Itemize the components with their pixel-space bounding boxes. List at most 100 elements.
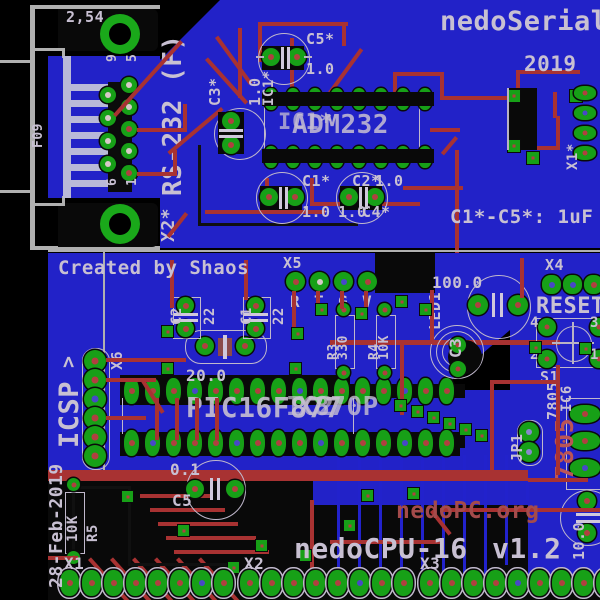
serial-jack-smd-4[interactable] (527, 152, 539, 164)
db9-pad-8[interactable] (100, 110, 116, 126)
bottom-header-pad-20[interactable] (486, 570, 505, 596)
via-15[interactable] (362, 490, 373, 501)
via-6[interactable] (396, 296, 407, 307)
icsp-pad-3[interactable] (84, 388, 106, 410)
bottom-header-pad-10[interactable] (262, 570, 281, 596)
via-14[interactable] (408, 488, 419, 499)
via-18[interactable] (256, 540, 267, 551)
bottom-header-pad-25[interactable] (596, 570, 600, 596)
s1-pad-1[interactable] (590, 350, 600, 368)
db9-pad-6[interactable] (100, 156, 116, 172)
pic-pad-bottom-7[interactable] (250, 430, 265, 456)
db9-pad-9[interactable] (100, 87, 116, 103)
x5-pad-4[interactable] (358, 272, 377, 291)
via-10[interactable] (428, 412, 439, 423)
bottom-header-pad-15[interactable] (372, 570, 391, 596)
x1s-pad-1[interactable] (574, 86, 596, 100)
x4-pad-1[interactable] (542, 275, 561, 294)
pic-pad-bottom-12[interactable] (355, 430, 370, 456)
c5-pad-2[interactable] (226, 480, 244, 498)
crystal-pad-2[interactable] (236, 337, 254, 355)
via-21[interactable] (122, 491, 133, 502)
bottom-header-pad-13[interactable] (328, 570, 347, 596)
bottom-header-pad-6[interactable] (170, 570, 189, 596)
c2-pad-1[interactable] (247, 297, 264, 314)
bottom-header-pad-19[interactable] (464, 570, 483, 596)
bottom-header-pad-17[interactable] (420, 570, 439, 596)
c1s-pad-2[interactable] (286, 188, 304, 206)
pic-pad-bottom-8[interactable] (271, 430, 286, 456)
pic-pad-bottom-1[interactable] (124, 430, 139, 456)
x1s-pad-3[interactable] (574, 126, 596, 140)
bottom-header-pad-3[interactable] (104, 570, 123, 596)
bottom-header-pad-4[interactable] (126, 570, 145, 596)
pic-pad-top-11[interactable] (334, 378, 349, 404)
pic-pad-top-12[interactable] (355, 378, 370, 404)
pic-pad-top-7[interactable] (250, 378, 265, 404)
x1s-pad-4[interactable] (574, 146, 596, 160)
c4-pad-2[interactable] (578, 524, 596, 542)
bottom-header-pad-22[interactable] (530, 570, 549, 596)
jp1-pad-1[interactable] (519, 422, 539, 442)
via-1[interactable] (162, 363, 173, 374)
led1-pad-a[interactable] (450, 337, 466, 353)
db9-pad-1b[interactable] (121, 165, 137, 181)
x4-pad-2[interactable] (563, 275, 582, 294)
led1-pad-k[interactable] (450, 361, 466, 377)
via-20[interactable] (228, 562, 239, 573)
crystal-pad-1[interactable] (196, 337, 214, 355)
via-8[interactable] (395, 400, 406, 411)
ic6-pad-3[interactable] (570, 459, 600, 477)
c5s-pad-2[interactable] (288, 48, 306, 66)
icsp-pad-4[interactable] (84, 407, 106, 429)
pic-pad-top-1[interactable] (124, 378, 139, 404)
c2s-pad-2[interactable] (366, 188, 384, 206)
pic-pad-top-6[interactable] (229, 378, 244, 404)
pic-pad-top-3[interactable] (166, 378, 181, 404)
via-7[interactable] (420, 304, 431, 315)
icsp-pad-6[interactable] (84, 445, 106, 467)
c1s-pad-1[interactable] (260, 188, 278, 206)
bottom-header-pad-24[interactable] (574, 570, 593, 596)
via-2[interactable] (292, 328, 303, 339)
pic-pad-top-10[interactable] (313, 378, 328, 404)
db9-pad-2[interactable] (121, 143, 137, 159)
jp1-pad-2[interactable] (519, 442, 539, 462)
pic-pad-bottom-14[interactable] (397, 430, 412, 456)
x1s-pad-2[interactable] (574, 106, 596, 120)
x5-pad-2[interactable] (310, 272, 329, 291)
pic-pad-bottom-5[interactable] (208, 430, 223, 456)
s1-pad-3[interactable] (590, 318, 600, 336)
bottom-header-pad-9[interactable] (240, 570, 259, 596)
via-17[interactable] (300, 550, 311, 561)
ic6-pad-1[interactable] (570, 405, 600, 423)
bottom-header-pad-21[interactable] (508, 570, 527, 596)
s1-button[interactable] (556, 326, 592, 362)
via-3[interactable] (316, 304, 327, 315)
bottom-header-pad-5[interactable] (148, 570, 167, 596)
pic-pad-top-16[interactable] (439, 378, 454, 404)
via-5[interactable] (290, 363, 301, 374)
bottom-header-pad-1[interactable] (60, 570, 79, 596)
via-22[interactable] (580, 343, 591, 354)
via-13[interactable] (476, 430, 487, 441)
x5-pad-1[interactable] (286, 272, 305, 291)
bottom-header-pad-14[interactable] (350, 570, 369, 596)
pic-pad-top-5[interactable] (208, 378, 223, 404)
db9-pad-7[interactable] (100, 133, 116, 149)
via-16[interactable] (344, 520, 355, 531)
pic-pad-bottom-16[interactable] (439, 430, 454, 456)
via-12[interactable] (460, 424, 471, 435)
bottom-header-pad-18[interactable] (442, 570, 461, 596)
via-11[interactable] (444, 418, 455, 429)
s1-pad-4[interactable] (538, 318, 556, 336)
r4-pad-2[interactable] (378, 366, 391, 379)
via-23[interactable] (530, 342, 541, 353)
db9-pad-3[interactable] (121, 121, 137, 137)
pic-pad-bottom-15[interactable] (418, 430, 433, 456)
x5-pad-3[interactable] (334, 272, 353, 291)
pic-pad-bottom-9[interactable] (292, 430, 307, 456)
icsp-pad-1[interactable] (84, 350, 106, 372)
c4-pad-1[interactable] (578, 492, 596, 510)
